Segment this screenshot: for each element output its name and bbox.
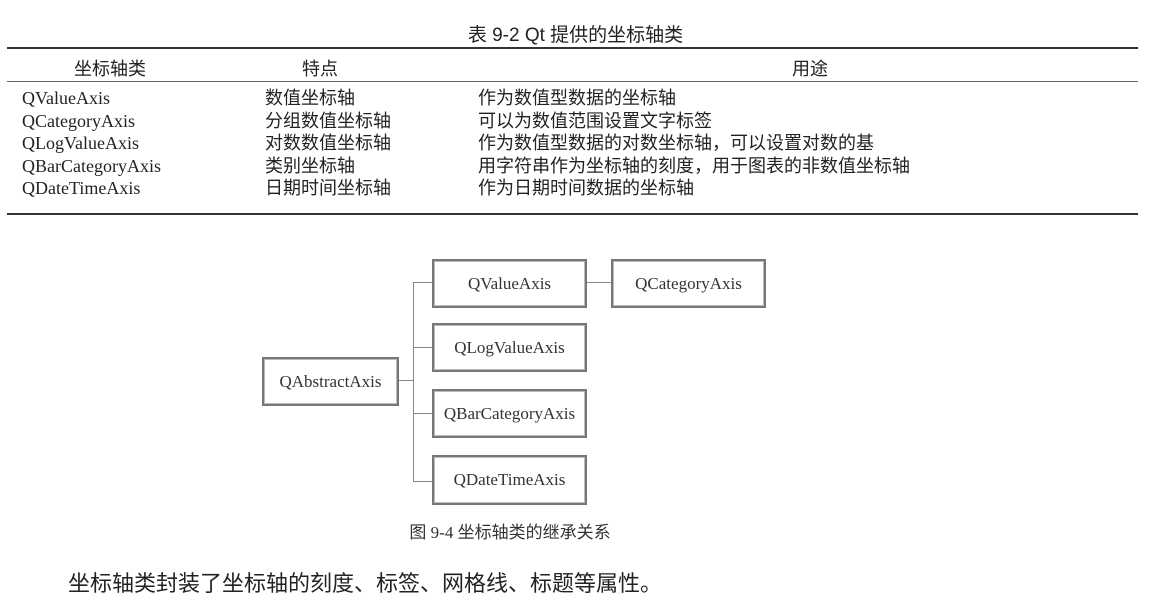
table-cell-class: QBarCategoryAxis <box>22 155 161 176</box>
connector <box>398 380 413 381</box>
node-qlogvalueaxis: QLogValueAxis <box>432 323 587 372</box>
table-cell-feature: 对数数值坐标轴 <box>265 133 391 153</box>
table-cell-class: QValueAxis <box>22 88 110 108</box>
connector <box>586 282 611 283</box>
node-qvalueaxis: QValueAxis <box>432 259 587 308</box>
header-axis-class: 坐标轴类 <box>74 59 146 79</box>
body-paragraph: 坐标轴类封装了坐标轴的刻度、标签、网格线、标题等属性。 <box>68 571 663 596</box>
table-cell-usage: 作为数值型数据的对数坐标轴，可以设置对数的基 <box>478 133 874 153</box>
table-cell-usage: 作为日期时间数据的坐标轴 <box>478 178 694 198</box>
connector <box>413 282 414 482</box>
table-cell-class: QLogValueAxis <box>22 133 139 153</box>
table-top-rule <box>7 47 1138 49</box>
figure-caption: 图 9-4 坐标轴类的继承关系 <box>409 523 611 542</box>
connector <box>413 347 433 348</box>
table-header-rule <box>7 81 1138 82</box>
connector <box>413 481 433 482</box>
table-cell-usage: 可以为数值范围设置文字标签 <box>478 110 712 131</box>
table-cell-usage: 用字符串作为坐标轴的刻度，用于图表的非数值坐标轴 <box>478 155 910 176</box>
table-cell-usage: 作为数值型数据的坐标轴 <box>478 88 676 108</box>
header-usage: 用途 <box>792 59 828 79</box>
connector <box>413 282 433 283</box>
connector <box>413 413 433 414</box>
node-qbarcategoryaxis: QBarCategoryAxis <box>432 389 587 438</box>
table-cell-class: QDateTimeAxis <box>22 178 141 198</box>
table-bottom-rule <box>7 213 1138 215</box>
table-cell-feature: 分组数值坐标轴 <box>265 110 391 131</box>
table-cell-feature: 类别坐标轴 <box>265 155 355 176</box>
table-cell-class: QCategoryAxis <box>22 110 135 131</box>
table-cell-feature: 数值坐标轴 <box>265 88 355 108</box>
table-title: 表 9-2 Qt 提供的坐标轴类 <box>467 25 684 46</box>
node-qcategoryaxis: QCategoryAxis <box>611 259 766 308</box>
node-qabstractaxis: QAbstractAxis <box>262 357 399 406</box>
table-cell-feature: 日期时间坐标轴 <box>265 178 391 198</box>
header-feature: 特点 <box>302 59 338 79</box>
node-qdatetimeaxis: QDateTimeAxis <box>432 455 587 505</box>
